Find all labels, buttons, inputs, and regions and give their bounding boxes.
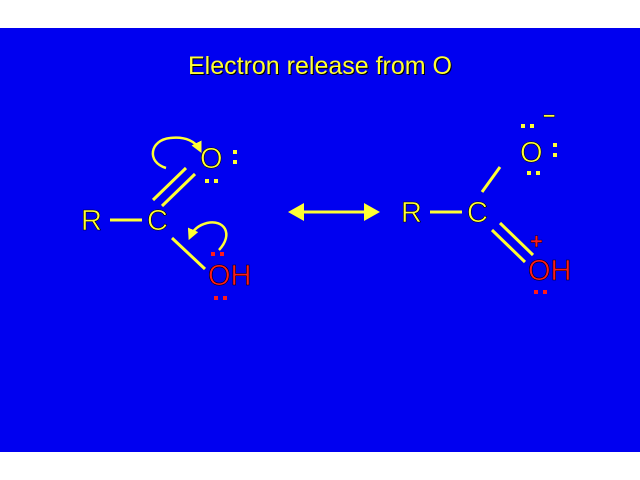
left-oh-lone-pairs (211, 252, 227, 300)
right-o-lone-pairs (521, 124, 557, 175)
left-c-oh-bond (170, 236, 207, 271)
right-structure: R C O – + OH (401, 102, 572, 294)
slide-background (0, 28, 640, 452)
left-o-label: O (200, 143, 223, 175)
left-o-lone-pairs (205, 150, 237, 183)
curved-arrow-icon (151, 136, 202, 170)
right-c-oh-bond-1 (490, 228, 527, 264)
left-structure: R C O OH (81, 136, 252, 300)
right-co-bond (480, 166, 502, 193)
slide-title: Electron release from O (188, 52, 452, 80)
left-co-bond-2 (160, 172, 197, 208)
curved-arrow-icon (187, 221, 228, 251)
right-oh-label: OH (528, 255, 572, 287)
left-r-label: R (81, 205, 102, 237)
right-c-label: C (467, 197, 488, 229)
right-o-negative-charge: – (543, 102, 555, 127)
right-c-oh-bond-2 (498, 221, 535, 257)
right-oh-positive-charge: + (530, 229, 543, 254)
right-r-label: R (401, 197, 422, 229)
left-oh-label: OH (208, 260, 252, 292)
double-headed-arrow-icon (288, 203, 380, 221)
right-oh-lone-pairs (534, 290, 547, 294)
left-c-label: C (147, 205, 168, 237)
left-co-bond-1 (151, 166, 188, 202)
right-o-label: O (520, 137, 543, 169)
